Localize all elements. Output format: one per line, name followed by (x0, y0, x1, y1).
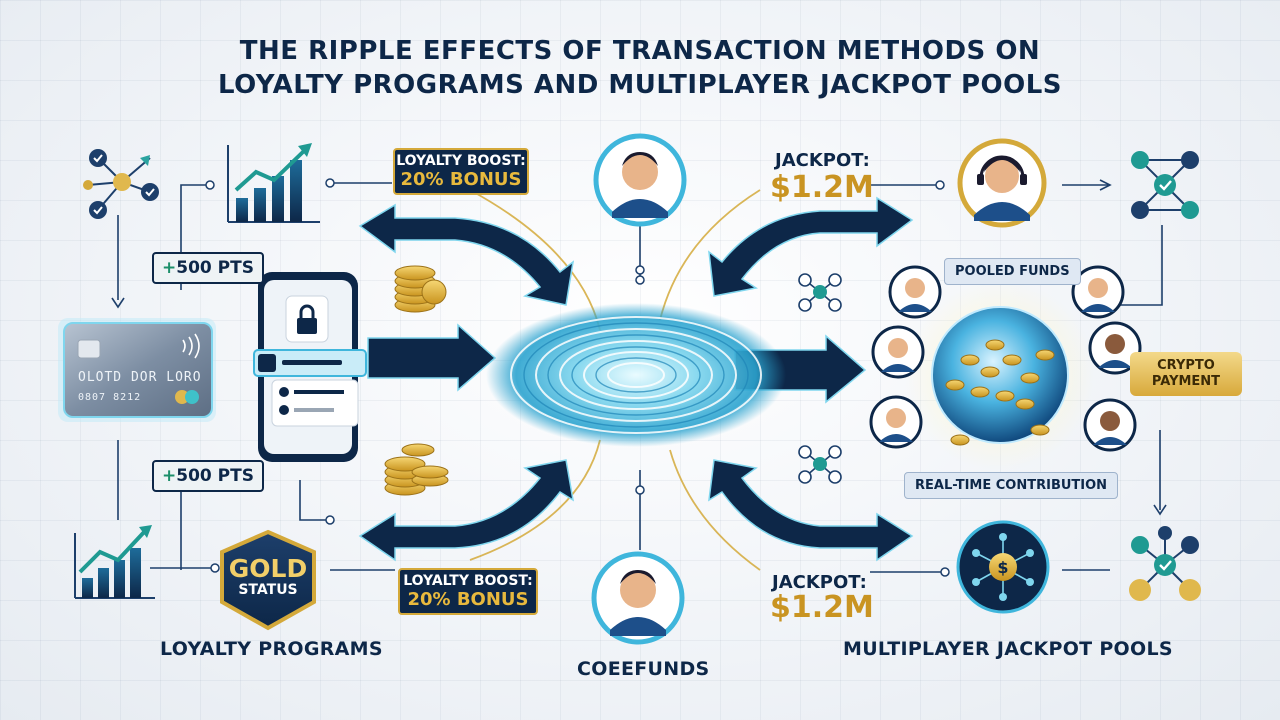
card-expiry: 0807 8212 (78, 392, 142, 403)
avatar-pool-6 (1083, 398, 1137, 452)
card-number: OLOTD DOR LORO (78, 370, 202, 385)
loyalty-boost-bottom-line2: 20% BONUS (407, 589, 529, 610)
avatar-pool-3 (871, 325, 925, 379)
gold-status-line2: STATUS (238, 582, 298, 598)
avatar-bottom-center (591, 551, 685, 645)
points-value: 500 PTS (176, 258, 254, 278)
avatar-top-center (593, 133, 687, 227)
crypto-payment-line2: PAYMENT (1151, 374, 1221, 389)
flow-arrows-left (358, 203, 575, 562)
avatar-pool-5 (869, 395, 923, 449)
loyalty-boost-top: LOYALTY BOOST: 20% BONUS (393, 148, 529, 195)
coin-stack-bottom (384, 443, 449, 496)
loyalty-programs-label: LOYALTY PROGRAMS (160, 638, 383, 660)
points-badge-bottom: +500 PTS (152, 460, 264, 492)
points-value: 500 PTS (176, 466, 254, 486)
svg-text:$: $ (997, 558, 1008, 577)
network-check-icon-bottom-right (1129, 526, 1201, 601)
pooled-funds-label: POOLED FUNDS (944, 258, 1081, 285)
network-icon-mid-bottom (798, 445, 842, 484)
network-check-icon-top-right (1131, 151, 1199, 219)
jackpot-bottom-label: JACKPOT: (772, 572, 867, 593)
gold-status-line1: GOLD (228, 554, 308, 583)
crypto-payment-label: CRYPTO PAYMENT (1130, 352, 1242, 396)
loyalty-boost-top-line1: LOYALTY BOOST: (396, 153, 526, 169)
jackpot-top-value: $1.2M (770, 170, 874, 205)
growth-chart-icon-bottom (74, 525, 155, 599)
avatar-pool-4 (1088, 321, 1142, 375)
jackpot-globe (905, 280, 1095, 470)
plus-sign: + (162, 258, 177, 278)
coin-stack-top (394, 265, 447, 313)
title-line-1: THE RIPPLE EFFECTS OF TRANSACTION METHOD… (239, 36, 1041, 66)
jackpot-top-label: JACKPOT: (775, 150, 870, 171)
avatar-headset-top-right (957, 138, 1047, 228)
multiplayer-jackpot-label: MULTIPLAYER JACKPOT POOLS (843, 638, 1173, 660)
realtime-contribution-label: REAL-TIME CONTRIBUTION (904, 472, 1119, 499)
points-top-text: +500 PTS (162, 258, 254, 278)
growth-chart-icon-top (227, 143, 320, 223)
center-funds-label: COEEFUNDS (577, 658, 710, 680)
crypto-payment-line1: CRYPTO (1157, 358, 1215, 373)
title-line-2: LOYALTY PROGRAMS AND MULTIPLAYER JACKPOT… (217, 70, 1063, 100)
loyalty-boost-top-line2: 20% BONUS (400, 169, 522, 190)
network-check-icon-top-left (83, 149, 159, 219)
plus-sign: + (162, 466, 177, 486)
avatar-pool-1 (888, 265, 942, 319)
dollar-network-icon: $ (956, 520, 1050, 614)
points-badge-top: +500 PTS (152, 252, 264, 284)
loyalty-boost-bottom-line1: LOYALTY BOOST: (403, 573, 533, 589)
points-bottom-text: +500 PTS (162, 466, 254, 486)
network-icon-mid-top (798, 273, 842, 312)
smartphone (253, 272, 367, 462)
ripple-center (486, 303, 786, 447)
credit-card (58, 318, 216, 422)
jackpot-bottom-value: $1.2M (770, 590, 874, 625)
avatar-pool-2 (1071, 265, 1125, 319)
gold-status-badge (220, 529, 316, 631)
loyalty-boost-bottom: LOYALTY BOOST: 20% BONUS (398, 568, 538, 615)
